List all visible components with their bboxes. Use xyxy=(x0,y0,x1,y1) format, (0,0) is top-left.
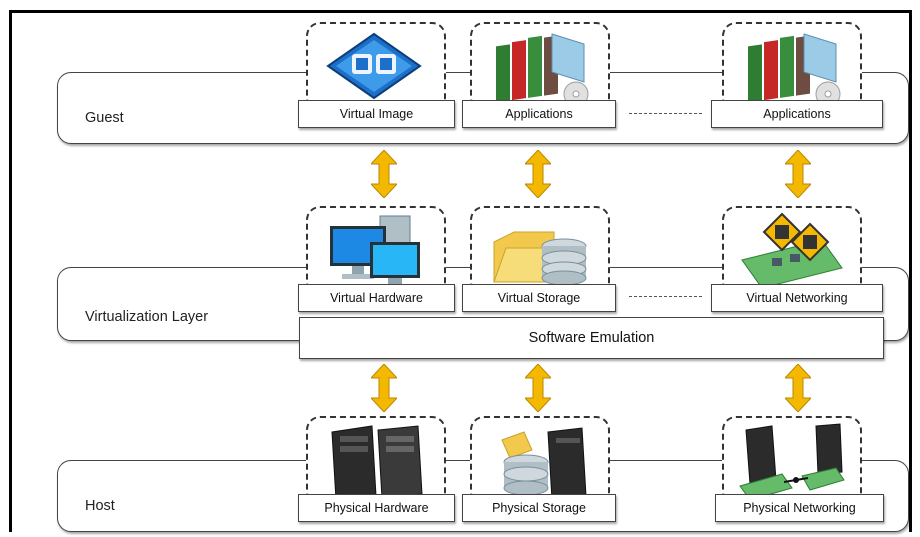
physical-hardware-tile xyxy=(306,416,446,506)
folder-storage-icon xyxy=(493,231,587,286)
physical-hardware-label: Physical Hardware xyxy=(298,494,455,522)
physical-storage-label: Physical Storage xyxy=(462,494,616,522)
virtual-networking-tile xyxy=(722,206,862,296)
applications-icon xyxy=(748,33,841,107)
virtualization-layer-label: Virtualization Layer xyxy=(85,309,209,325)
connector-dots-guest xyxy=(629,113,702,114)
physical-storage-tile xyxy=(470,416,610,506)
virtual-hardware-tile xyxy=(306,206,446,296)
applications-icon xyxy=(496,33,589,107)
physical-networking-label: Physical Networking xyxy=(715,494,884,522)
double-arrow-icon xyxy=(371,150,397,198)
virtual-image-tile xyxy=(306,22,446,112)
network-servers-icon xyxy=(739,423,845,500)
double-arrow-icon xyxy=(525,364,551,412)
virtual-networking-label: Virtual Networking xyxy=(711,284,883,312)
server-icon xyxy=(331,425,423,500)
virtual-storage-label: Virtual Storage xyxy=(462,284,616,312)
host-layer-label: Host xyxy=(85,498,115,514)
virtual-storage-tile xyxy=(470,206,610,296)
virtual-image-label: Virtual Image xyxy=(298,100,455,128)
applications-label-2: Applications xyxy=(711,100,883,128)
double-arrow-icon xyxy=(525,150,551,198)
software-emulation-bar: Software Emulation xyxy=(299,317,884,359)
physical-networking-tile xyxy=(722,416,862,506)
diagram-frame xyxy=(9,10,912,532)
virtual-hardware-label: Virtual Hardware xyxy=(298,284,455,312)
guest-layer-label: Guest xyxy=(85,110,124,126)
virtual-image-icon xyxy=(326,32,422,100)
double-arrow-icon xyxy=(371,364,397,412)
monitor-icon xyxy=(330,215,420,284)
double-arrow-icon xyxy=(785,364,811,412)
storage-server-icon xyxy=(501,427,587,500)
applications-tile-1 xyxy=(470,22,610,112)
network-card-icon xyxy=(741,212,843,289)
connector-dots-virtual xyxy=(629,296,702,297)
double-arrow-icon xyxy=(785,150,811,198)
applications-label-1: Applications xyxy=(462,100,616,128)
applications-tile-2 xyxy=(722,22,862,112)
